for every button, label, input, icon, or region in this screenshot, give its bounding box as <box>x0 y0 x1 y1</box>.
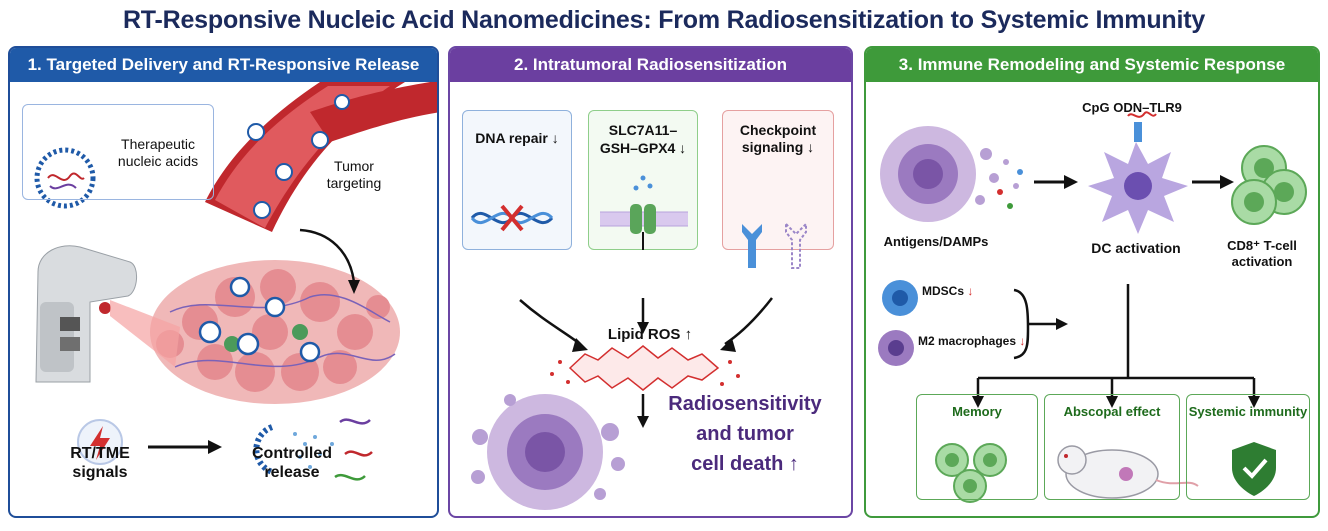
rt-signals-label: RT/TME signals <box>70 445 130 482</box>
mouse-icon <box>1057 445 1199 499</box>
panel-delivery: 1. Targeted Delivery and RT-Responsive R… <box>8 46 439 518</box>
immune-illustration <box>878 111 1307 503</box>
mdscs-label: MDSCs ↓ <box>922 284 1032 298</box>
dc-activation-label: DC activation <box>1091 240 1181 256</box>
outcome-line2: and tumor <box>696 423 794 445</box>
figure-title: RT-Responsive Nucleic Acid Nanomedicines… <box>122 6 1206 34</box>
memory-cells-icon <box>935 443 1007 503</box>
m2-macrophage-icon <box>878 330 914 366</box>
tumor-mass-icon <box>150 260 400 404</box>
suppressor-bracket <box>1013 288 1030 360</box>
dna-repair-label: DNA repair ↓ <box>475 130 559 146</box>
antigens-label: Antigens/DAMPs <box>883 234 989 249</box>
panel-delivery-header: 1. Targeted Delivery and RT-Responsive R… <box>10 48 437 82</box>
delivery-illustration <box>34 82 437 481</box>
m2-down-arrow: ↓ <box>1019 334 1026 348</box>
controlled-release-label: Controlled release <box>252 445 332 482</box>
checkpoint-label: Checkpoint signaling ↓ <box>739 122 817 155</box>
blood-vessel-icon <box>205 82 437 232</box>
dying-tumor-cell-icon <box>471 394 625 510</box>
nucleic-acid-box <box>22 104 214 200</box>
slc-label-line2: GSH–GPX4 ↓ <box>599 140 687 156</box>
mdscs-text: MDSCs <box>922 284 965 298</box>
memory-box <box>916 394 1038 500</box>
radiotherapy-machine-icon <box>35 245 180 383</box>
m2-label: M2 macrophages ↓ <box>918 334 1038 348</box>
antigen-cell-icon <box>880 126 1023 222</box>
lipid-ros-burst-icon <box>550 345 740 391</box>
mdsc-icon <box>882 280 918 316</box>
checkpoint-box <box>722 110 834 250</box>
dendritic-cell-icon <box>1088 111 1188 234</box>
abscopal-label: Abscopal effect <box>1063 404 1161 419</box>
outcome-line3: cell death ↑ <box>691 453 799 475</box>
targeting-arrow <box>299 228 356 283</box>
abscopal-box <box>1044 394 1180 500</box>
panel-immune-header: 3. Immune Remodeling and Systemic Respon… <box>866 48 1318 82</box>
nanoparticle-in-vessel-icon <box>247 94 350 219</box>
slc-label-line1: SLC7A11– <box>608 122 678 138</box>
cpg-label: CpG ODN–TLR9 <box>1082 100 1182 115</box>
tumor-targeting-label: Tumor targeting <box>326 158 382 191</box>
lightning-icon <box>77 419 123 465</box>
systemic-label: Systemic immunity <box>1188 404 1308 419</box>
panel-immune: 3. Immune Remodeling and Systemic Respon… <box>864 46 1320 518</box>
m2-text: M2 macrophages <box>918 334 1017 348</box>
nucleic-acids-label: Therapeutic nucleic acids <box>117 136 199 169</box>
nanoparticle-in-tumor-icon <box>198 276 321 363</box>
panel-radiosensitization-header: 2. Intratumoral Radiosensitization <box>450 48 851 82</box>
cd8-label: CD8⁺ T-cell activation <box>1227 238 1297 269</box>
memory-label: Memory <box>952 404 1002 419</box>
t-cell-icon <box>1231 145 1307 225</box>
outcome-line1: Radiosensitivity <box>668 393 822 415</box>
mdscs-down-arrow: ↓ <box>967 284 974 298</box>
branching-arrows <box>976 284 1256 398</box>
systemic-box <box>1186 394 1310 500</box>
lipid-ros-label: Lipid ROS ↑ <box>607 326 693 343</box>
panel-radiosensitization: 2. Intratumoral Radiosensitization DNA r… <box>448 46 853 518</box>
nucleic-acid-nanoparticle-icon <box>34 147 96 209</box>
released-nanoparticle-icon <box>253 418 373 481</box>
shield-icon <box>1232 442 1276 496</box>
